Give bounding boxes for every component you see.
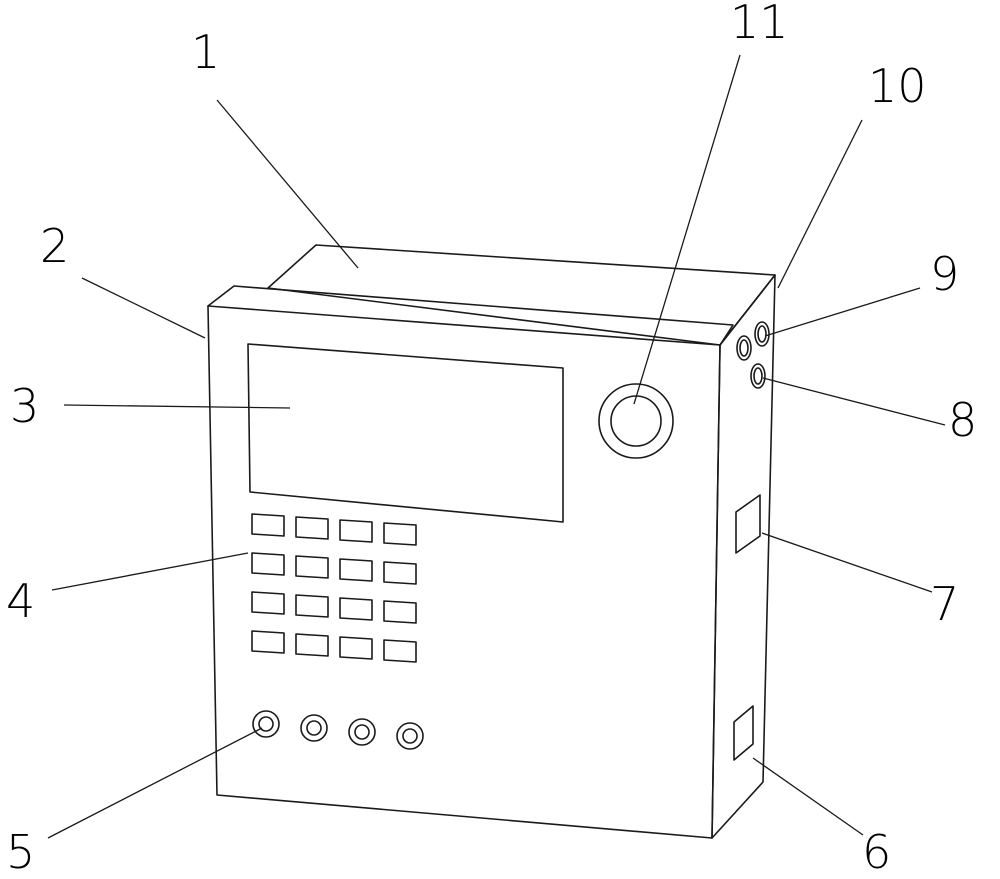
- indicator-lamp: [599, 384, 673, 458]
- knob-outer: [301, 715, 327, 741]
- keypad-key: [340, 559, 372, 581]
- callout-3: 3: [10, 379, 39, 433]
- callout-10: 10: [868, 59, 927, 113]
- leader-5: [48, 728, 262, 838]
- knob-outer: [349, 719, 375, 745]
- keypad-key: [384, 601, 416, 623]
- callout-8: 8: [948, 393, 977, 447]
- callout-7: 7: [930, 577, 959, 631]
- keypad-key: [296, 595, 328, 617]
- port-upper-left-inner: [740, 340, 748, 356]
- side-opening-lower: [734, 706, 753, 760]
- enclosure: [208, 245, 775, 838]
- side-opening-upper: [736, 495, 760, 553]
- lamp-ring: [599, 384, 673, 458]
- callout-11: 11: [730, 0, 789, 49]
- leader-8: [763, 378, 945, 425]
- callout-9: 9: [930, 247, 959, 301]
- knob-outer: [397, 723, 423, 749]
- leader-2: [82, 278, 205, 338]
- keypad-key: [252, 553, 284, 575]
- port-lower-inner: [754, 368, 762, 384]
- keypad-key: [384, 562, 416, 584]
- keypad-key: [252, 631, 284, 653]
- display-screen: [248, 344, 563, 522]
- callout-5: 5: [6, 825, 35, 874]
- leader-4: [52, 553, 248, 590]
- knob-inner: [355, 725, 369, 739]
- leader-7: [762, 533, 932, 592]
- knob-inner: [403, 729, 417, 743]
- keypad-key: [340, 637, 372, 659]
- leader-11: [634, 55, 740, 404]
- leader-6: [753, 758, 863, 835]
- keypad-key: [296, 556, 328, 578]
- keypad-key: [340, 520, 372, 542]
- keypad-key: [384, 523, 416, 545]
- port-upper-right-inner: [758, 326, 766, 342]
- callout-labels: 1 2 3 4 5 6 7 8 9 10 11: [6, 0, 977, 874]
- keypad-key: [296, 517, 328, 539]
- keypad-key: [340, 598, 372, 620]
- knob-inner: [307, 721, 321, 735]
- keypad-key: [384, 640, 416, 662]
- leader-3: [64, 405, 290, 408]
- leader-10: [778, 120, 862, 288]
- callout-6: 6: [862, 825, 891, 874]
- lamp-lens: [611, 396, 661, 446]
- keypad-key: [252, 592, 284, 614]
- leader-lines: [48, 55, 945, 838]
- keypad: [252, 514, 416, 662]
- front-knobs: [253, 711, 423, 749]
- callout-1: 1: [191, 25, 220, 79]
- leader-1: [217, 100, 358, 268]
- callout-4: 4: [6, 574, 35, 628]
- knob-outer: [253, 711, 279, 737]
- keypad-key: [296, 634, 328, 656]
- callout-2: 2: [40, 219, 69, 273]
- leader-9: [765, 288, 920, 336]
- keypad-key: [252, 514, 284, 536]
